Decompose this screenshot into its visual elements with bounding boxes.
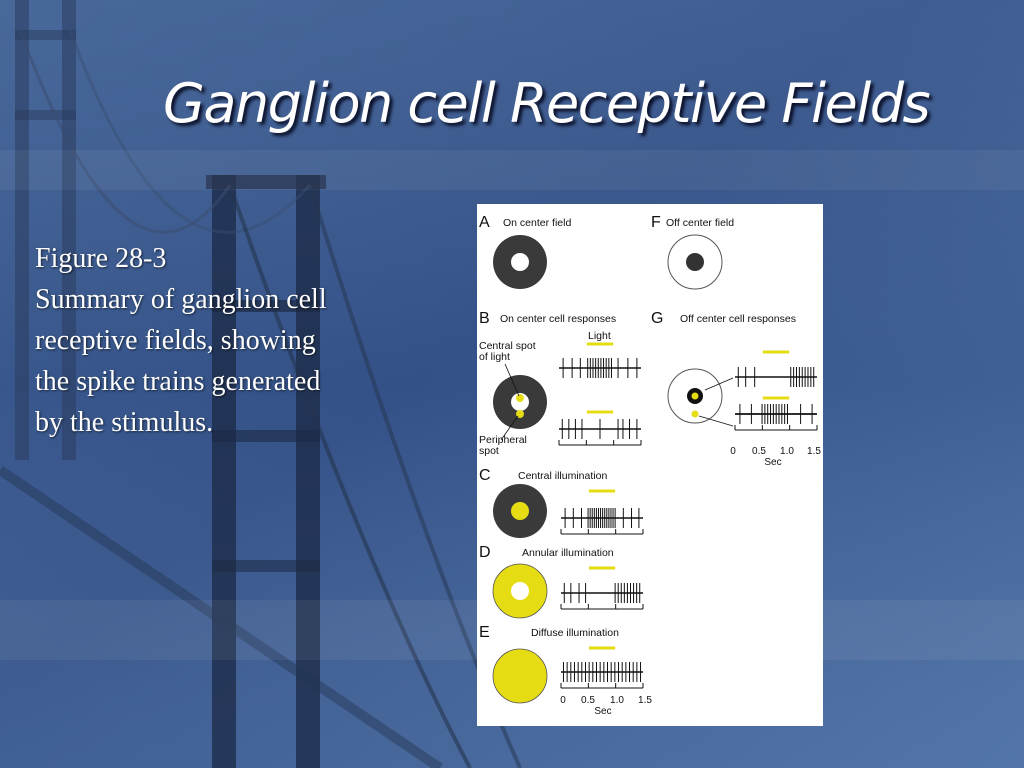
g-tick-1-5: 1.5	[807, 446, 821, 457]
caption-line-3: the spike trains generated	[35, 366, 321, 397]
panel-g-letter: G	[651, 310, 663, 327]
panel-g-pointer-bottom	[698, 415, 734, 427]
figure-number: Figure 28-3	[35, 243, 167, 274]
panel-e-title: Diffuse illumination	[531, 627, 619, 639]
panel-c-letter: C	[479, 467, 491, 484]
central-spot-label-2: of light	[479, 351, 510, 363]
panel-c-center-light	[511, 502, 529, 520]
panel-b-title: On center cell responses	[500, 313, 616, 325]
e-tick-1-0: 1.0	[610, 695, 624, 706]
panel-d-title: Annular illumination	[522, 547, 614, 559]
peripheral-spot-label-1: Peripheral	[479, 434, 527, 446]
spike-trace-group	[558, 342, 818, 689]
light-label: Light	[588, 330, 611, 342]
panel-d-letter: D	[479, 544, 491, 561]
panel-a-title: On center field	[503, 217, 571, 229]
panel-d-center	[511, 582, 529, 600]
caption-line-4: by the stimulus.	[35, 407, 214, 438]
figure-caption: Figure 28-3 Summary of ganglion cell rec…	[35, 238, 415, 443]
panel-b-letter: B	[479, 310, 490, 327]
panel-g-title: Off center cell responses	[680, 313, 796, 325]
figure-canvas: A On center field F Off center field B O…	[479, 214, 821, 717]
panel-g-central-spot	[691, 392, 699, 400]
panel-a-letter: A	[479, 214, 490, 231]
panel-c-title: Central illumination	[518, 470, 607, 482]
panel-e-diffuse-light	[492, 648, 548, 704]
on-center-field-center	[511, 253, 529, 271]
panel-f-title: Off center field	[666, 217, 734, 229]
slide-title: Ganglion cell Receptive Fields	[163, 72, 931, 135]
peripheral-pointer	[500, 415, 519, 441]
e-tick-0-5: 0.5	[581, 695, 595, 706]
g-tick-1-0: 1.0	[780, 446, 794, 457]
e-axis-unit: Sec	[594, 706, 611, 717]
e-tick-0: 0	[560, 695, 566, 706]
caption-line-1: Summary of ganglion cell	[35, 284, 327, 315]
caption-line-2: receptive fields, showing	[35, 325, 316, 356]
central-spot-label-1: Central spot	[479, 340, 536, 352]
receptive-field-figure: A On center field F Off center field B O…	[477, 204, 823, 726]
g-axis-unit: Sec	[764, 457, 781, 468]
off-center-field-center	[686, 253, 704, 271]
e-tick-1-5: 1.5	[638, 695, 652, 706]
peripheral-spot-label-2: spot	[479, 445, 499, 457]
central-pointer	[504, 363, 520, 397]
panel-g-peripheral-spot	[691, 410, 699, 418]
g-tick-0-5: 0.5	[752, 446, 766, 457]
panel-e-letter: E	[479, 624, 490, 641]
g-tick-0: 0	[730, 446, 736, 457]
panel-g-pointer-top	[704, 377, 734, 391]
panel-f-letter: F	[651, 214, 661, 231]
central-light-spot	[516, 394, 524, 402]
